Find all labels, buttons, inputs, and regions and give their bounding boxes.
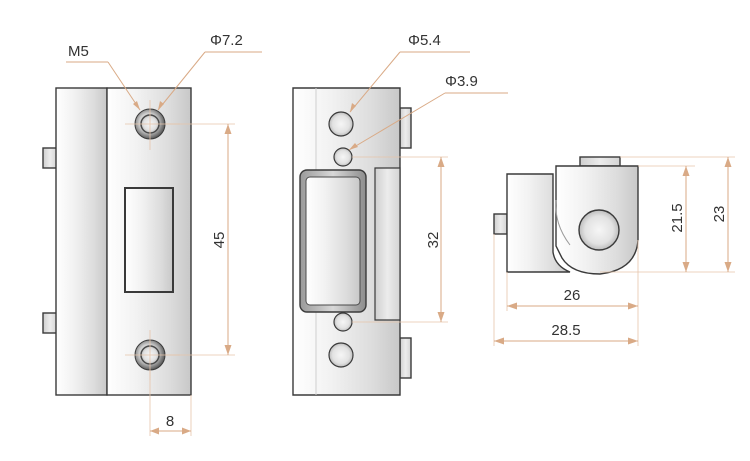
left-tab-bottom [42, 312, 58, 334]
hole-top-large [328, 111, 354, 137]
label-thread: M5 [68, 43, 89, 60]
side-left-tab [493, 213, 508, 235]
side-left-block [506, 173, 571, 273]
left-tab-top [42, 147, 58, 169]
dim-hole-spacing [165, 123, 235, 356]
dim-widths [493, 234, 639, 346]
dim-slot-height [352, 156, 448, 323]
strike-slot [124, 187, 174, 293]
label-offset: 8 [166, 413, 174, 430]
side-strip [55, 87, 108, 396]
label-hole-small: Φ3.9 [445, 73, 478, 90]
label-width-outer: 28.5 [551, 322, 580, 339]
label-slot-height: 32 [425, 232, 442, 249]
back-leaders [348, 51, 508, 151]
dim-heights [600, 156, 735, 273]
back-recess [374, 167, 401, 321]
label-hole-spacing: 45 [211, 232, 228, 249]
label-width-inner: 26 [564, 287, 581, 304]
side-view [493, 156, 639, 275]
side-top-tab [579, 156, 621, 167]
right-tab-bottom [399, 337, 412, 379]
side-hook-curve [555, 199, 571, 246]
label-height-outer: 23 [711, 206, 728, 223]
label-hole-outer: Φ7.2 [210, 32, 243, 49]
label-hole-mid: Φ5.4 [408, 32, 441, 49]
dim-offset [149, 370, 192, 436]
hole-bottom-large [328, 342, 354, 368]
side-hole [578, 209, 620, 251]
label-height-inner: 21.5 [669, 203, 686, 232]
back-slot-inner [305, 176, 361, 306]
hole-bottom-small [333, 312, 353, 332]
front-view [42, 87, 192, 396]
front-leaders [66, 51, 262, 111]
back-view [292, 87, 412, 396]
hole-top-small [333, 147, 353, 167]
